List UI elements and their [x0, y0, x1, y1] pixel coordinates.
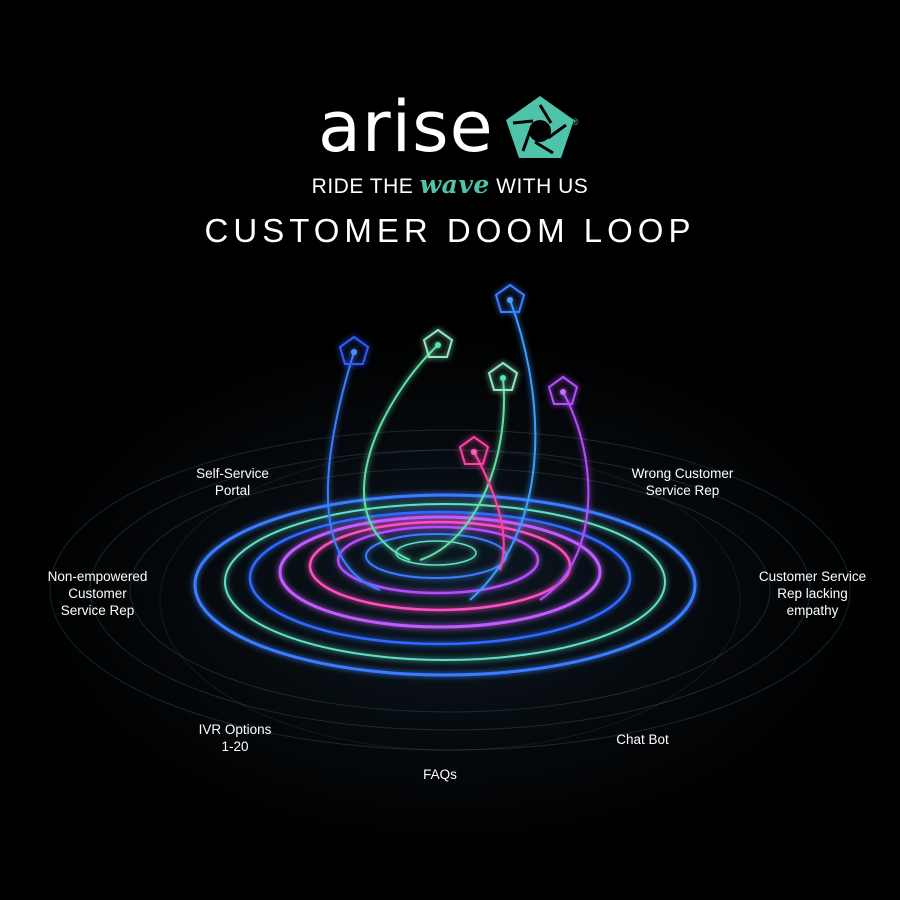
pentagon-nodes	[338, 283, 579, 465]
label-faqs: FAQs	[423, 767, 457, 782]
rings	[193, 493, 697, 677]
label-ivr-options: IVR Options 1-20	[198, 722, 272, 754]
pentagon-icon	[422, 328, 454, 358]
registered-mark: ®	[572, 117, 579, 127]
label-non-empowered-rep: Non-empowered Customer Service Rep	[47, 569, 148, 618]
loop-strands	[327, 299, 590, 601]
label-wrong-rep: Wrong Customer Service Rep	[631, 466, 734, 498]
arise-pentagon-logo-icon	[506, 96, 574, 158]
pentagon-icon	[494, 283, 526, 313]
logo-wordmark: arise	[318, 86, 494, 168]
label-chat-bot: Chat Bot	[616, 732, 669, 747]
tagline-after: WITH US	[496, 175, 589, 198]
page-title: CUSTOMER DOOM LOOP	[204, 212, 696, 249]
tagline: RIDE THE wave WITH US	[0, 170, 900, 199]
pentagon-icon	[338, 335, 370, 365]
tagline-before: RIDE THE	[311, 175, 414, 198]
label-self-service-portal: Self-Service Portal	[196, 466, 269, 498]
pentagon-icon	[458, 435, 490, 465]
pentagon-icon	[547, 375, 579, 405]
label-rep-lacking-empathy: Customer Service Rep lacking empathy	[758, 569, 867, 618]
grid-floor	[49, 429, 851, 751]
tagline-highlight: wave	[419, 170, 490, 199]
pentagon-icon	[487, 361, 519, 391]
